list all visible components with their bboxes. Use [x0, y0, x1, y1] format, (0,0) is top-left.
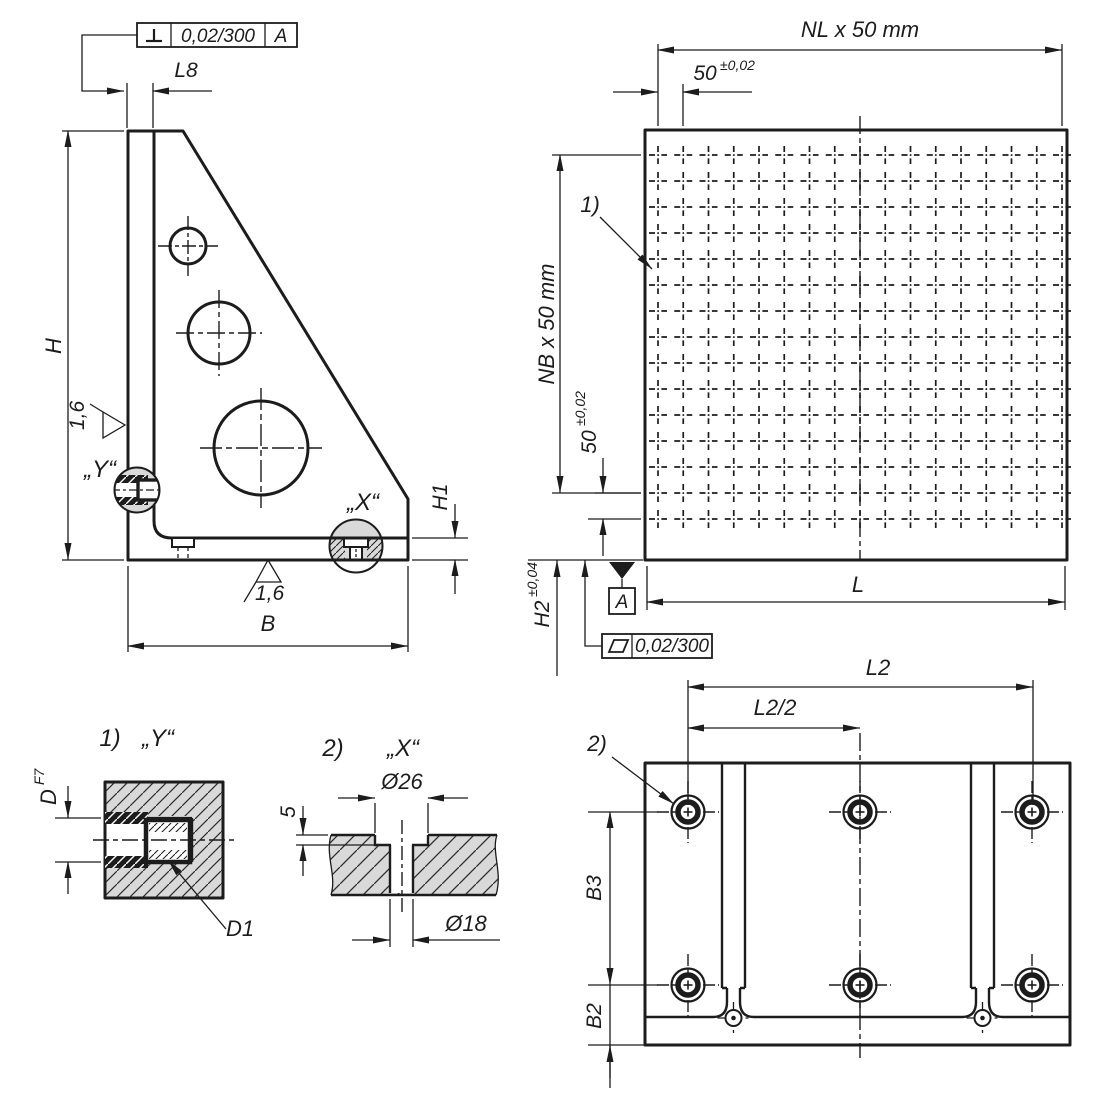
fcf-tolerance: 0,02/300 [181, 26, 255, 47]
datum-label: A [615, 592, 629, 613]
section-label-y: „Y“ [83, 456, 118, 483]
dim-D-label: D [36, 789, 61, 805]
dim-L2-half-label: L2/2 [754, 695, 797, 720]
dim-depth5-label: 5 [277, 806, 300, 818]
datum-feature-a: A [608, 562, 636, 615]
note-1: 1) [580, 192, 653, 270]
side-view-bores [158, 216, 322, 508]
dim-L2-label: L2 [866, 655, 890, 680]
dim-B: B [127, 566, 409, 652]
screw-hole [657, 954, 719, 1016]
section-label-x: „X“ [346, 489, 381, 516]
dim-B-label: B [261, 611, 276, 636]
dim-d26: Ø26 [338, 769, 468, 833]
dim-D1: D1 [167, 859, 254, 941]
dim-B3-label: B3 [583, 875, 606, 901]
base-slot [171, 537, 195, 559]
detail-view-x: 2) „X“ Ø26 5 Ø18 [277, 735, 500, 947]
dim-L-label: L [852, 572, 864, 597]
flatness-icon [607, 639, 630, 653]
dim-50v-tolerance: ±0,02 [572, 391, 588, 426]
detail-view-y: 1) „Y“ D F7 D1 [31, 725, 254, 941]
screw-hole [1001, 954, 1063, 1016]
dim-50-vertical: 50 ±0,02 [572, 391, 641, 556]
bushing-section [105, 812, 193, 868]
fcf-datum-ref: A [274, 26, 288, 47]
side-view: „Y“ „X“ 1,6 1,6 0,02/300 A L8 H [41, 22, 468, 652]
dim-H2-label: H2 [531, 600, 554, 627]
dim-B2-label: B2 [583, 1003, 606, 1029]
front-view: NL x 50 mm 50 ±0,02 NB x 50 mm 50 ±0,02 … [524, 17, 1071, 676]
note-2: 2) [586, 731, 675, 805]
perpendicularity-icon [146, 29, 162, 43]
bottom-plate [643, 761, 1072, 1047]
detail-y-note: 1) [99, 725, 120, 752]
perpendicularity-fcf: 0,02/300 A [81, 22, 298, 95]
note-1-label: 1) [580, 192, 600, 217]
note-2-label: 2) [586, 731, 607, 756]
clamping-grooves [645, 763, 1070, 1019]
roughness-icon: 1,6 [243, 558, 285, 605]
dim-B3: B3 [583, 811, 658, 986]
dim-d18: Ø18 [352, 899, 500, 947]
detail-x-note: 2) [321, 735, 343, 762]
flatness-tolerance: 0,02/300 [635, 636, 709, 657]
dim-B2: B2 [583, 985, 650, 1088]
groove-holes [717, 1002, 999, 1034]
side-view-inner-wall [152, 131, 408, 540]
dim-L2: L2 [687, 655, 1034, 805]
groove-hole [966, 1002, 999, 1034]
dim-D-fit: F7 [31, 767, 47, 785]
bottom-view: L2 L2/2 2) B3 B2 [583, 655, 1072, 1088]
dim-50v-label: 50 [578, 430, 601, 454]
dim-D1-label: D1 [226, 916, 254, 941]
dim-L2-half: L2/2 [687, 695, 860, 732]
dim-50-horizontal: 50 ±0,02 [613, 57, 755, 126]
screw-hole [1001, 781, 1063, 843]
dim-H1-label: H1 [429, 484, 452, 511]
dim-NL: NL x 50 mm [657, 17, 1063, 126]
dim-50h-label: 50 [693, 62, 717, 85]
detail-balloon-y [113, 466, 161, 514]
roughness-icon: 1,6 [66, 400, 127, 440]
dim-D: D F7 [31, 767, 101, 894]
dim-H2-tolerance: ±0,04 [524, 562, 540, 597]
dim-d18-label: Ø18 [444, 911, 487, 936]
roughness-left-value: 1,6 [66, 400, 89, 430]
dim-NB-label: NB x 50 mm [534, 263, 559, 384]
dim-H: H [41, 130, 124, 561]
flatness-fcf: 0,02/300 [581, 560, 713, 659]
front-plate [643, 128, 1069, 562]
dim-H1: H1 [412, 484, 468, 594]
detail-y-title: „Y“ [141, 725, 176, 752]
datum-triangle-icon [609, 562, 635, 579]
dim-d26-label: Ø26 [380, 769, 423, 794]
dim-H-label: H [41, 338, 66, 354]
dim-NB: NB x 50 mm [534, 154, 641, 494]
dim-H2: H2 ±0,04 [524, 559, 643, 676]
detail-balloon-x [328, 518, 384, 574]
dim-L8: L8 [126, 59, 212, 128]
dim-depth5: 5 [277, 806, 375, 876]
groove-hole [717, 1002, 750, 1034]
dim-L: L [646, 566, 1066, 610]
hole-grid [649, 146, 1071, 528]
dim-L8-label: L8 [174, 59, 198, 82]
dim-NL-label: NL x 50 mm [801, 17, 919, 42]
roughness-bottom-value: 1,6 [255, 582, 285, 605]
detail-x-title: „X“ [386, 735, 421, 762]
dim-50h-tolerance: ±0,02 [720, 57, 755, 73]
